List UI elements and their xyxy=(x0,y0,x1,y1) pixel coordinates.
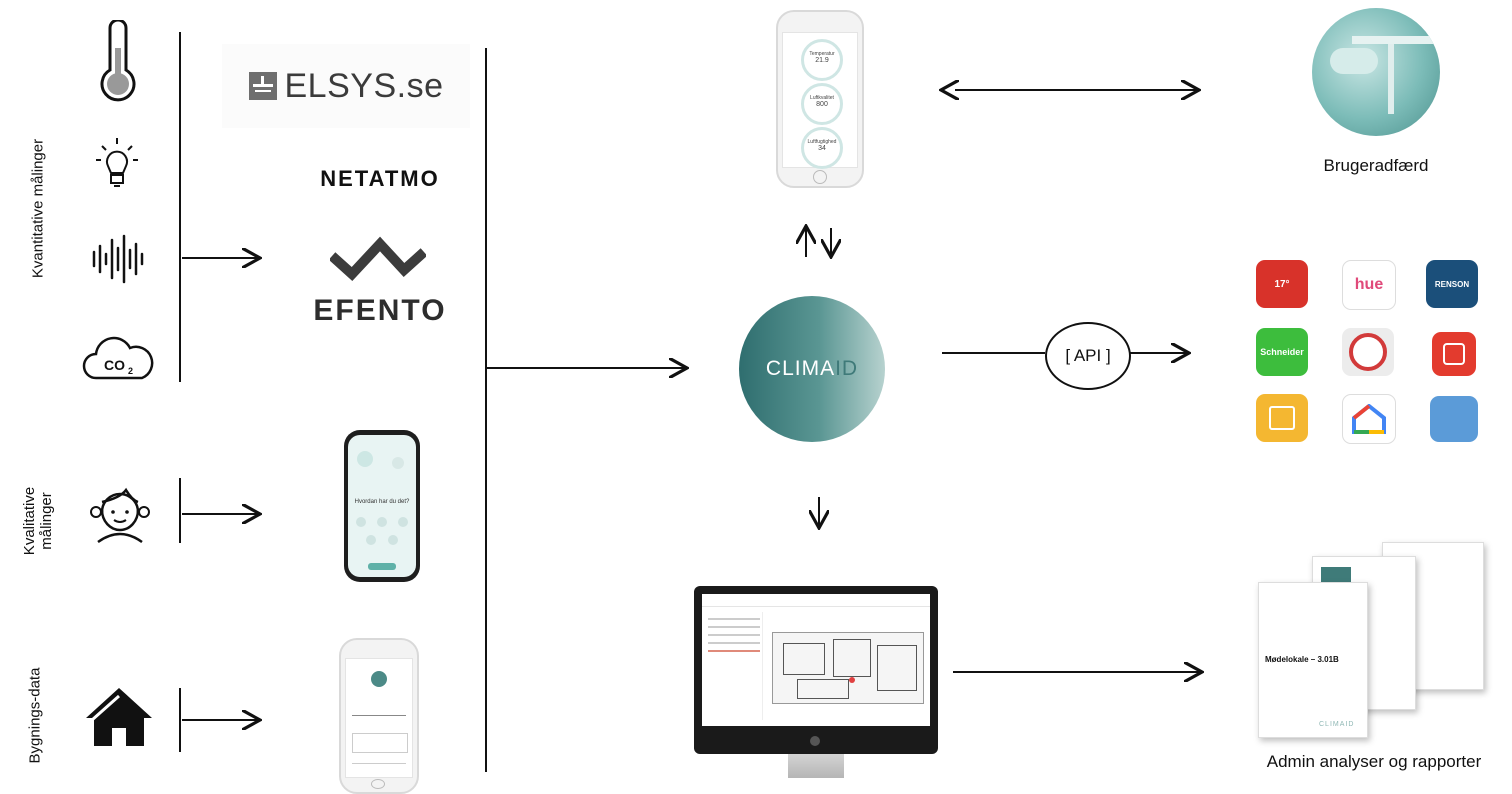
report-title: Mødelokale – 3.01B xyxy=(1265,655,1339,664)
building-field xyxy=(352,715,406,716)
sidebar-row xyxy=(708,618,760,620)
qualitative-label-line1: Kvalitative xyxy=(21,486,38,556)
tado-icon xyxy=(1342,328,1394,376)
blue-app-icon xyxy=(1430,396,1478,442)
readings-phone: Temperatur 21.9 Luftkvalitet 800 Luftfug… xyxy=(776,10,864,188)
dashboard-sidebar xyxy=(706,612,763,720)
qualitative-label-line2: målinger xyxy=(38,492,55,550)
elsys-mark-icon xyxy=(248,72,277,100)
air-quality-label: Luftkvalitet xyxy=(810,95,834,101)
netatmo-logo: NETATMO xyxy=(320,166,440,191)
elsys-text: ELSYS.se xyxy=(284,66,444,105)
google-home-glyph xyxy=(1352,404,1386,434)
user-behavior-caption: Brugeradfærd xyxy=(1323,156,1429,175)
sidebar-row xyxy=(708,642,760,644)
feedback-option xyxy=(377,517,387,527)
home-button xyxy=(813,170,827,184)
lightbulb-icon xyxy=(96,138,138,187)
homekit-icon xyxy=(1256,394,1308,442)
dashboard-topbar xyxy=(702,594,930,607)
report-brand: CLIMAID xyxy=(1319,721,1355,728)
homekit-glyph xyxy=(1269,406,1295,430)
feedback-phone-screen: Hvordan har du det? xyxy=(348,435,416,577)
danfoss-icon: 17° xyxy=(1256,260,1308,308)
apple-logo-icon xyxy=(810,736,820,746)
sidebar-row xyxy=(708,634,760,636)
feedback-phone: Hvordan har du det? xyxy=(344,430,420,582)
person-face-icon xyxy=(90,487,150,544)
climaid-name-part2: ID xyxy=(835,357,859,380)
monitor-screen xyxy=(702,594,930,726)
air-quality-value: 800 xyxy=(816,101,828,108)
feedback-option xyxy=(398,517,408,527)
admin-monitor xyxy=(694,586,938,786)
tado-dial xyxy=(1349,333,1387,371)
feedback-option-row xyxy=(356,517,408,547)
feedback-option xyxy=(356,517,366,527)
feedback-avatar xyxy=(357,451,373,467)
sensor-marker xyxy=(849,677,855,683)
feedback-submit-button xyxy=(368,563,396,570)
home-button xyxy=(371,779,385,789)
temperature-label: Temperatur xyxy=(809,51,835,57)
smart-home-icon xyxy=(1432,332,1476,376)
smart-home-glyph xyxy=(1443,343,1465,365)
quantitative-label: Kvantitative målinger xyxy=(29,138,47,279)
efento-logo: EFENTO xyxy=(313,294,447,327)
monitor-stand xyxy=(788,754,844,778)
floor-plan-room xyxy=(783,643,825,675)
window-frame xyxy=(1388,44,1394,114)
admin-caption: Admin analyser og rapporter xyxy=(1266,752,1482,771)
building-field xyxy=(352,733,408,753)
humidity-label: Luftfugtighed xyxy=(807,139,837,145)
app-icons-grid: 17° hue RENSON Schneider xyxy=(1256,260,1478,450)
svg-text:2: 2 xyxy=(128,366,133,376)
window-frame xyxy=(1352,36,1440,44)
floor-plan-room xyxy=(877,645,917,691)
temperature-value: 21.9 xyxy=(815,57,829,64)
google-home-icon xyxy=(1342,394,1396,444)
house-icon xyxy=(86,688,152,746)
readings-phone-screen: Temperatur 21.9 Luftkvalitet 800 Luftfug… xyxy=(782,32,858,169)
humidity-value: 34 xyxy=(818,145,826,152)
floor-plan xyxy=(772,632,924,704)
report-page-front: Mødelokale – 3.01B CLIMAID xyxy=(1258,582,1368,738)
sidebar-row xyxy=(708,650,760,652)
hand-shape xyxy=(1330,48,1378,74)
building-data-label: Bygnings-data xyxy=(26,667,44,764)
feedback-option xyxy=(388,535,398,545)
elsys-logo: ELSYS.se xyxy=(222,44,470,128)
sidebar-row xyxy=(708,626,760,628)
soundwave-icon xyxy=(92,234,144,284)
feedback-option xyxy=(366,535,376,545)
monitor-frame xyxy=(694,586,938,754)
efento-mark-icon xyxy=(330,236,426,282)
qualitative-label: Kvalitative målinger xyxy=(21,471,55,571)
user-behavior-photo xyxy=(1312,8,1440,136)
co2-cloud-icon: CO 2 xyxy=(82,336,154,380)
feedback-avatar-2 xyxy=(392,457,404,469)
renson-icon: RENSON xyxy=(1426,260,1478,308)
floor-plan-room xyxy=(833,639,871,677)
api-node: [ API ] xyxy=(1045,322,1131,390)
humidity-gauge: Luftfugtighed 34 xyxy=(801,127,843,169)
building-phone-logo xyxy=(371,671,387,687)
floor-plan-room xyxy=(797,679,849,699)
temperature-gauge: Temperatur 21.9 xyxy=(801,39,843,81)
feedback-question: Hvordan har du det? xyxy=(354,499,410,505)
schneider-icon: Schneider xyxy=(1256,328,1308,376)
building-phone-screen xyxy=(345,658,413,778)
thermometer-icon xyxy=(100,20,136,102)
building-field xyxy=(352,763,406,764)
building-phone xyxy=(339,638,419,794)
air-quality-gauge: Luftkvalitet 800 xyxy=(801,83,843,125)
climaid-name-part1: CLIMA xyxy=(765,357,836,380)
svg-text:CO: CO xyxy=(104,357,125,373)
hue-icon: hue xyxy=(1342,260,1396,310)
